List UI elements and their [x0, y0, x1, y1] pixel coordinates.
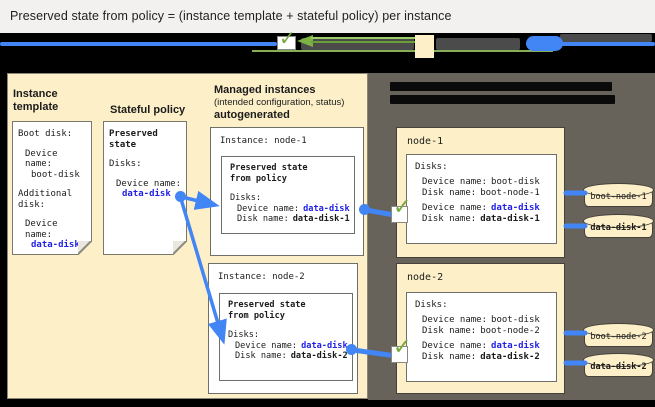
- legend-redacted-text-3: [560, 33, 652, 42]
- template-add-device-label: Device name:: [25, 219, 58, 240]
- disk-cylinder-boot-node-1: boot-node-1: [583, 183, 655, 207]
- vm-disks-box: Disks: Device name: boot-disk Disk name:…: [406, 154, 557, 244]
- preserved-state-box: Preserved state from policy Disks: Devic…: [221, 156, 355, 234]
- disks-label: Disks:: [230, 193, 262, 203]
- disk-name-value: data-disk-2: [480, 352, 540, 362]
- vm-disks-box: Disks: Device name: boot-disk Disk name:…: [406, 292, 557, 382]
- applied-check-icon-node-1: ✓: [393, 195, 412, 220]
- reference-dot-policy: [175, 191, 186, 202]
- template-boot-device-label: Device name:: [25, 148, 58, 170]
- device-name-label: Device name:: [235, 340, 298, 351]
- disk-cylinder-data-disk-1: data-disk-1: [583, 214, 655, 238]
- title-bar: Preserved state from policy = (instance …: [0, 0, 655, 33]
- legend-redacted-text-2: [436, 37, 520, 50]
- managed-header-title: Managed instances: [214, 84, 316, 96]
- managed-instance-title: Instance: node-2: [218, 272, 305, 282]
- disk-name-label: Disk name:: [237, 214, 289, 224]
- stateful-policy-doc: Preserved state Disks: Device name: data…: [103, 121, 187, 255]
- managed-header-autogenerated: autogenerated: [214, 109, 290, 121]
- disk-cylinder-data-disk-2: data-disk-2: [583, 353, 655, 377]
- legend-config-swatch-icon: [415, 35, 434, 58]
- device-name-value: data-disk: [491, 203, 540, 213]
- device-name-label: Device name:: [422, 315, 488, 325]
- disk-cylinder-label: boot-node-1: [590, 192, 647, 202]
- legend-check-icon: ✓: [279, 26, 296, 50]
- preserved-state-line-1: Preserved state: [228, 300, 306, 310]
- managed-header-sub: (intended configuration, status): [214, 97, 345, 108]
- policy-preserved-2: state: [109, 139, 137, 150]
- disk-cylinder-label: data-disk-2: [590, 362, 647, 372]
- vm-name: node-1: [407, 136, 444, 147]
- device-name-value: data-disk: [491, 341, 540, 351]
- disk-name-label: Disk name:: [422, 352, 477, 362]
- managed-instances-header: Managed instances (intended configuratio…: [214, 84, 344, 122]
- disk-name-value: data-disk-1: [292, 214, 350, 224]
- legend-green-line-icon: [252, 49, 553, 52]
- managed-instance-title: Instance: node-1: [220, 136, 307, 146]
- device-name-value: data-disk: [303, 203, 350, 214]
- legend-disk-pill-icon: [526, 35, 563, 51]
- template-boot-device-value: boot-disk: [31, 169, 80, 180]
- preserved-state-line-2: from policy: [230, 173, 287, 184]
- template-boot-section: Boot disk:: [18, 129, 73, 139]
- vm-name: node-2: [407, 272, 444, 283]
- template-additional-1: Additional: [18, 189, 73, 199]
- disk-name-label: Disk name:: [422, 326, 477, 336]
- disk-name-value: data-disk-1: [480, 214, 540, 224]
- managed-instance-box-node-1: Instance: node-1 Preserved state from po…: [210, 127, 364, 256]
- page-fold-icon: [173, 241, 187, 255]
- instance-template-doc: Boot disk: Device name: boot-disk Additi…: [12, 121, 92, 255]
- vm-box-node-1: node-1 Disks: Device name: boot-disk Dis…: [396, 127, 565, 258]
- disk-name-label: Disk name:: [235, 351, 287, 361]
- vm-panel-redacted-header-line-2: [390, 95, 615, 104]
- policy-disks-label: Disks:: [109, 159, 142, 169]
- disk-name-value: data-disk-2: [290, 351, 348, 361]
- disk-name-value: boot-node-2: [480, 326, 540, 336]
- stateful-policy-label: Stateful policy: [110, 104, 186, 116]
- legend-redacted-text-1: [301, 37, 414, 50]
- disk-name-value: boot-node-1: [480, 188, 540, 198]
- legend-check-box: [277, 36, 296, 50]
- disks-label: Disks:: [228, 330, 260, 340]
- template-additional-2: disk:: [18, 199, 46, 210]
- disk-name-label: Disk name:: [422, 188, 477, 198]
- preserved-state-box: Preserved state from policy Disks: Devic…: [219, 293, 353, 381]
- page-title: Preserved state from policy = (instance …: [10, 9, 452, 23]
- disks-label: Disks:: [415, 162, 448, 172]
- policy-device-label: Device name:: [116, 178, 182, 189]
- device-name-label: Device name:: [422, 341, 488, 351]
- legend-reference-line-right-icon: [560, 42, 655, 46]
- device-name-label: Device name:: [422, 177, 488, 187]
- instance-template-label: Instance template: [13, 88, 59, 113]
- disks-label: Disks:: [415, 300, 448, 310]
- policy-device-value: data-disk: [122, 189, 171, 199]
- device-name-value: boot-disk: [491, 315, 540, 325]
- legend-copy-arrow-line-dark: [311, 40, 415, 43]
- disk-cylinder-boot-node-2: boot-node-2: [583, 323, 655, 347]
- legend-reference-line-icon: [0, 42, 277, 46]
- vm-panel-redacted-header-line-1: [390, 82, 612, 91]
- reference-dot-node2: [346, 344, 357, 355]
- device-name-label: Device name:: [237, 203, 300, 214]
- device-name-label: Device name:: [422, 203, 488, 213]
- page-fold-icon: [78, 241, 92, 255]
- policy-preserved-1: Preserved: [109, 129, 158, 139]
- legend-copy-arrow-line-light: [311, 36, 415, 40]
- applied-check-icon-node-2: ✓: [393, 335, 412, 360]
- legend-copy-arrow-icon: [297, 34, 313, 47]
- device-name-value: data-disk: [301, 340, 348, 351]
- preserved-state-line-1: Preserved state: [230, 163, 308, 173]
- vm-box-node-2: node-2 Disks: Device name: boot-disk Dis…: [396, 263, 565, 394]
- managed-instance-box-node-2: Instance: node-2 Preserved state from po…: [208, 263, 358, 394]
- device-name-value: boot-disk: [491, 177, 540, 187]
- disk-name-label: Disk name:: [422, 214, 477, 224]
- disk-cylinder-label: boot-node-2: [590, 332, 647, 342]
- disk-cylinder-label: data-disk-1: [590, 223, 647, 233]
- template-add-device-value: data-disk: [31, 240, 80, 250]
- reference-dot-node1: [359, 204, 370, 215]
- preserved-state-line-2: from policy: [228, 310, 285, 321]
